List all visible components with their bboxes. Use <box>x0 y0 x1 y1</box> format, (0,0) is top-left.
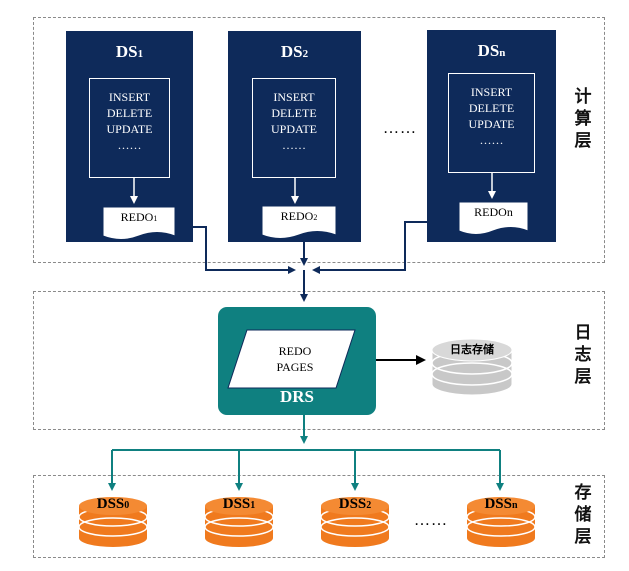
redo-pages-parallelogram <box>227 329 356 389</box>
redo1-document <box>102 206 176 240</box>
redo2-document <box>261 205 337 239</box>
ds-node-2-title: DS2 <box>280 42 309 61</box>
dss0-cylinder <box>78 497 148 547</box>
redo2-label: REDO2 <box>280 209 318 223</box>
dss1-label: DSS1 <box>222 496 256 512</box>
log-storage-label: 日志存储 <box>450 343 494 356</box>
compute-layer <box>33 17 605 263</box>
dssn-label: DSSn <box>484 496 518 512</box>
storage-layer-label: 存储层 <box>574 483 592 547</box>
redon-document <box>458 201 529 235</box>
compute-layer-label: 计算层 <box>574 87 592 151</box>
dss-ellipsis: …… <box>414 512 448 529</box>
redo1-label: REDO1 <box>120 210 158 224</box>
dss2-label: DSS2 <box>338 496 372 512</box>
storage-layer <box>33 475 605 558</box>
ds-ellipsis: …… <box>383 120 417 137</box>
ds-node-n-title: DSn <box>477 41 506 60</box>
redon-label: REDOn <box>474 205 513 219</box>
log-layer <box>33 291 605 430</box>
drs-title: DRS <box>279 387 314 406</box>
dss2-cylinder <box>320 497 390 547</box>
log-layer-label: 日志层 <box>574 323 592 387</box>
dss1-cylinder <box>204 497 274 547</box>
log-storage-cylinder <box>431 338 513 396</box>
ds-node-1-title: DS1 <box>115 42 144 61</box>
dss0-label: DSS0 <box>96 496 130 512</box>
dssn-cylinder <box>466 497 536 547</box>
